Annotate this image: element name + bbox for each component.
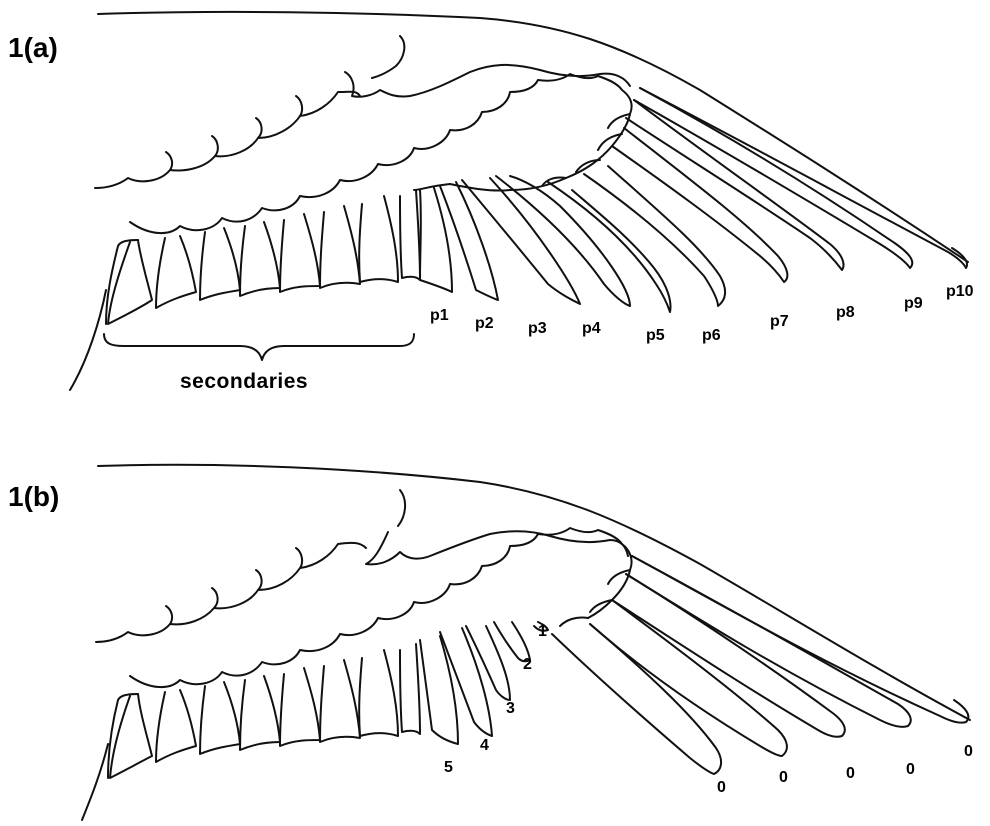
molt-score-8: 0 <box>846 765 855 782</box>
label-p7: p7 <box>770 313 789 330</box>
primary-growing-4 <box>440 628 492 736</box>
molt-score-7: 0 <box>779 769 788 786</box>
primary-old-8 <box>612 574 845 737</box>
secondary-feather <box>320 206 360 288</box>
wing-b-old-primaries <box>552 556 968 774</box>
primary-feather-p5 <box>548 182 670 312</box>
primary-feather-p2 <box>440 182 498 300</box>
molt-score-5: 5 <box>444 759 453 776</box>
panel-b: 1(b) <box>8 465 973 820</box>
secondary-feather <box>240 676 280 750</box>
secondary-feather <box>280 668 320 746</box>
secondary-feather <box>156 690 196 762</box>
label-p8: p8 <box>836 304 855 321</box>
secondaries-label: secondaries <box>180 370 308 393</box>
molt-score-1: 1 <box>538 623 547 640</box>
label-p5: p5 <box>646 327 665 344</box>
primary-feather-p8 <box>626 100 844 270</box>
molt-score-2: 2 <box>523 656 532 673</box>
secondary-feather <box>200 682 240 754</box>
panel-a: 1(a) <box>8 12 974 393</box>
wing-b-secondaries <box>82 644 420 820</box>
secondary-feather <box>156 236 196 308</box>
label-p4: p4 <box>582 320 601 337</box>
molt-score-6: 0 <box>717 779 726 796</box>
label-p2: p2 <box>475 315 494 332</box>
molt-score-9: 0 <box>906 761 915 778</box>
primary-old-6 <box>552 624 721 774</box>
primary-old-10 <box>632 556 968 723</box>
primary-growing-5 <box>420 636 458 744</box>
label-p6: p6 <box>702 327 721 344</box>
label-p1: p1 <box>430 307 449 324</box>
secondary-feather <box>359 650 398 736</box>
secondary-feather <box>240 222 280 296</box>
primary-old-7 <box>590 600 787 756</box>
secondary-feather <box>320 660 360 742</box>
wing-b-median-coverts <box>96 543 366 642</box>
primary-feather-p4 <box>496 176 630 306</box>
secondary-feather <box>400 644 420 734</box>
secondary-feather <box>400 190 420 280</box>
wing-b-leading-edge <box>98 465 970 720</box>
wing-a-marginal-coverts <box>345 36 630 97</box>
wing-a-greater-coverts <box>130 74 632 233</box>
wing-b-marginal-coverts <box>366 490 628 564</box>
secondary-feather <box>200 228 240 300</box>
secondary-outer-edge <box>70 240 138 390</box>
wing-b-covert-tips <box>560 570 630 626</box>
panel-b-label: 1(b) <box>8 481 59 512</box>
wing-a-leading-edge <box>98 12 968 262</box>
label-p3: p3 <box>528 320 547 337</box>
label-p9: p9 <box>904 295 923 312</box>
secondary-outer-edge <box>82 694 138 820</box>
wing-b-greater-coverts <box>130 528 632 687</box>
label-p10: p10 <box>946 283 974 300</box>
wing-a-median-coverts <box>95 92 360 188</box>
molt-score-10: 0 <box>964 743 973 760</box>
secondary-feather <box>359 196 398 282</box>
panel-a-label: 1(a) <box>8 32 58 63</box>
secondaries-bracket <box>104 334 414 360</box>
molt-score-3: 3 <box>506 700 515 717</box>
primary-feather-p9 <box>634 88 912 268</box>
wing-a-primaries <box>420 88 967 312</box>
molt-score-4: 4 <box>480 737 489 754</box>
secondary-feather <box>108 240 152 324</box>
wing-b-growing-primaries <box>420 622 548 744</box>
secondary-feather <box>280 214 320 292</box>
